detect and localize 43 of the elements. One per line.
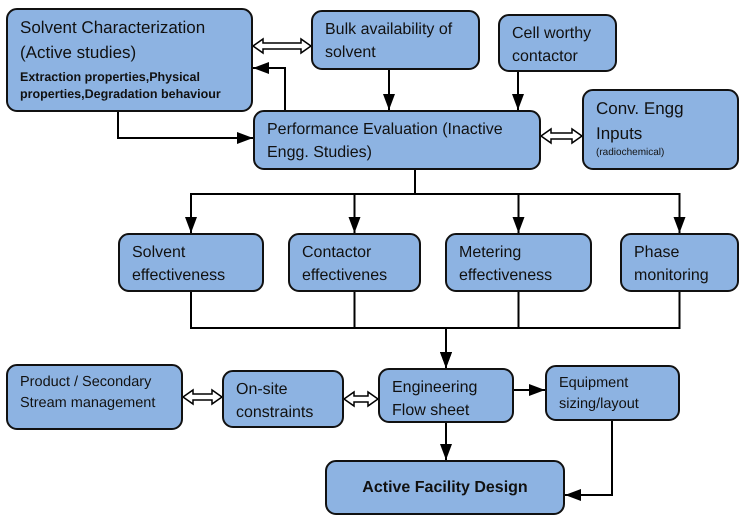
node-label: Bulk availability of solvent	[325, 20, 454, 64]
node-label: Performance Evaluation (Inactive Engg. Studies)	[267, 120, 504, 164]
process-box	[253, 110, 541, 170]
process-box	[6, 364, 183, 430]
process-box	[118, 233, 264, 292]
double-arrow	[342, 390, 380, 408]
process-box	[445, 233, 592, 292]
arrow	[383, 70, 395, 110]
arrow	[117, 112, 253, 144]
double-arrow	[540, 128, 584, 144]
process-box	[311, 10, 480, 70]
double-arrow	[182, 388, 224, 406]
arrow	[414, 170, 686, 233]
process-box	[545, 365, 680, 421]
node-label: Product / Secondary Stream management	[20, 373, 156, 414]
node-label: Engineering Flow sheet	[392, 378, 478, 422]
node-label: Solvent Characterization (Active studies)	[20, 17, 206, 64]
process-box	[325, 460, 565, 515]
node-label: Phase monitoring	[634, 243, 710, 286]
node-label: Cell worthy contactor	[512, 24, 592, 68]
arrow	[253, 62, 286, 110]
arrow	[514, 384, 545, 396]
process-box	[288, 233, 421, 292]
node-label: On-site constraints	[236, 380, 314, 424]
process-box	[378, 368, 514, 423]
node-label: Metering effectiveness	[459, 243, 554, 286]
node-label: Extraction properties,Physical properties,Degradation behaviour	[20, 69, 222, 104]
node-label: Solvent effectiveness	[132, 243, 226, 286]
node-label: (radiochemical)	[596, 146, 666, 160]
node-label: Conv. Engg Inputs	[596, 98, 685, 145]
arrow	[565, 421, 613, 501]
arrow	[440, 292, 680, 368]
process-box	[498, 14, 617, 72]
process-box	[582, 89, 739, 170]
double-arrow	[252, 38, 312, 54]
process-box	[6, 8, 253, 112]
process-box	[620, 233, 739, 292]
arrow	[512, 72, 524, 110]
node-label: Equipment sizing/layout	[559, 374, 640, 414]
process-box	[222, 370, 344, 428]
node-label: Contactor effectivenes	[302, 243, 388, 286]
node-label: Active Facility Design	[362, 478, 528, 498]
arrow	[440, 423, 452, 460]
